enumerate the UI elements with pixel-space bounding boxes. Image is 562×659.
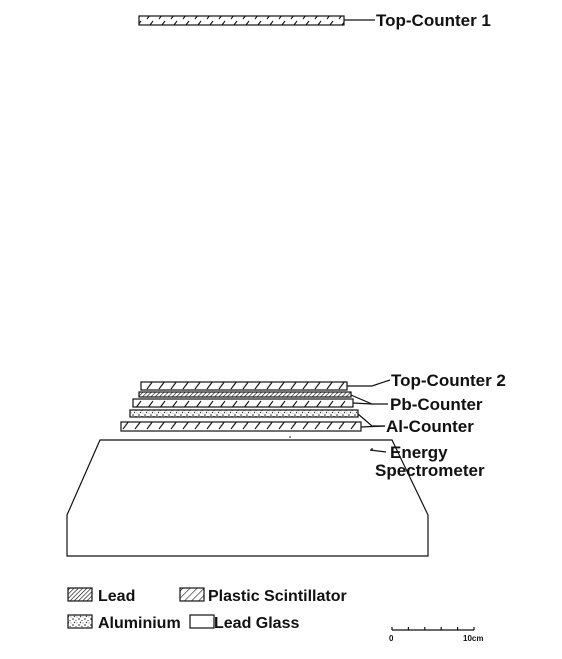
legend-lead-glass-swatch: [189, 614, 215, 629]
legend-lead-glass-label: Lead Glass: [214, 615, 299, 632]
energy-label: Energy: [390, 443, 448, 462]
legend-plastic-swatch: [179, 587, 205, 602]
pb-counter-label: Pb-Counter: [390, 395, 483, 414]
scale-start-label: 0: [389, 634, 394, 643]
pb-counter-slab: [132, 398, 354, 408]
energy-spectrometer-leader: [369, 449, 387, 453]
spectrometer-label: Spectrometer: [375, 461, 485, 480]
energy-spectrometer-block: [66, 439, 429, 557]
legend-aluminium-label: Aluminium: [98, 615, 181, 632]
legend-aluminium-swatch: [67, 614, 93, 629]
scale-end-label: 10cm: [463, 634, 483, 643]
top-counter-2-leader: [371, 379, 391, 387]
legend-lead-swatch: [67, 587, 93, 602]
lead-sheet: [138, 391, 352, 398]
scale-bar: [391, 627, 475, 631]
top-counter-2-label: Top-Counter 2: [391, 371, 506, 390]
top-counter-2-slab: [140, 381, 348, 391]
legend-lead-label: Lead: [98, 588, 135, 605]
aluminium-sheet: [129, 409, 359, 418]
al-counter-label: Al-Counter: [386, 417, 474, 436]
al-counter-leader: [360, 425, 386, 428]
pb-counter-leader: [352, 402, 373, 405]
top-counter-1-label: Top-Counter 1: [376, 11, 491, 30]
legend-plastic-label: Plastic Scintillator: [208, 588, 347, 605]
al-counter-slab: [120, 421, 362, 432]
top-counter-1-slab: [138, 15, 345, 26]
